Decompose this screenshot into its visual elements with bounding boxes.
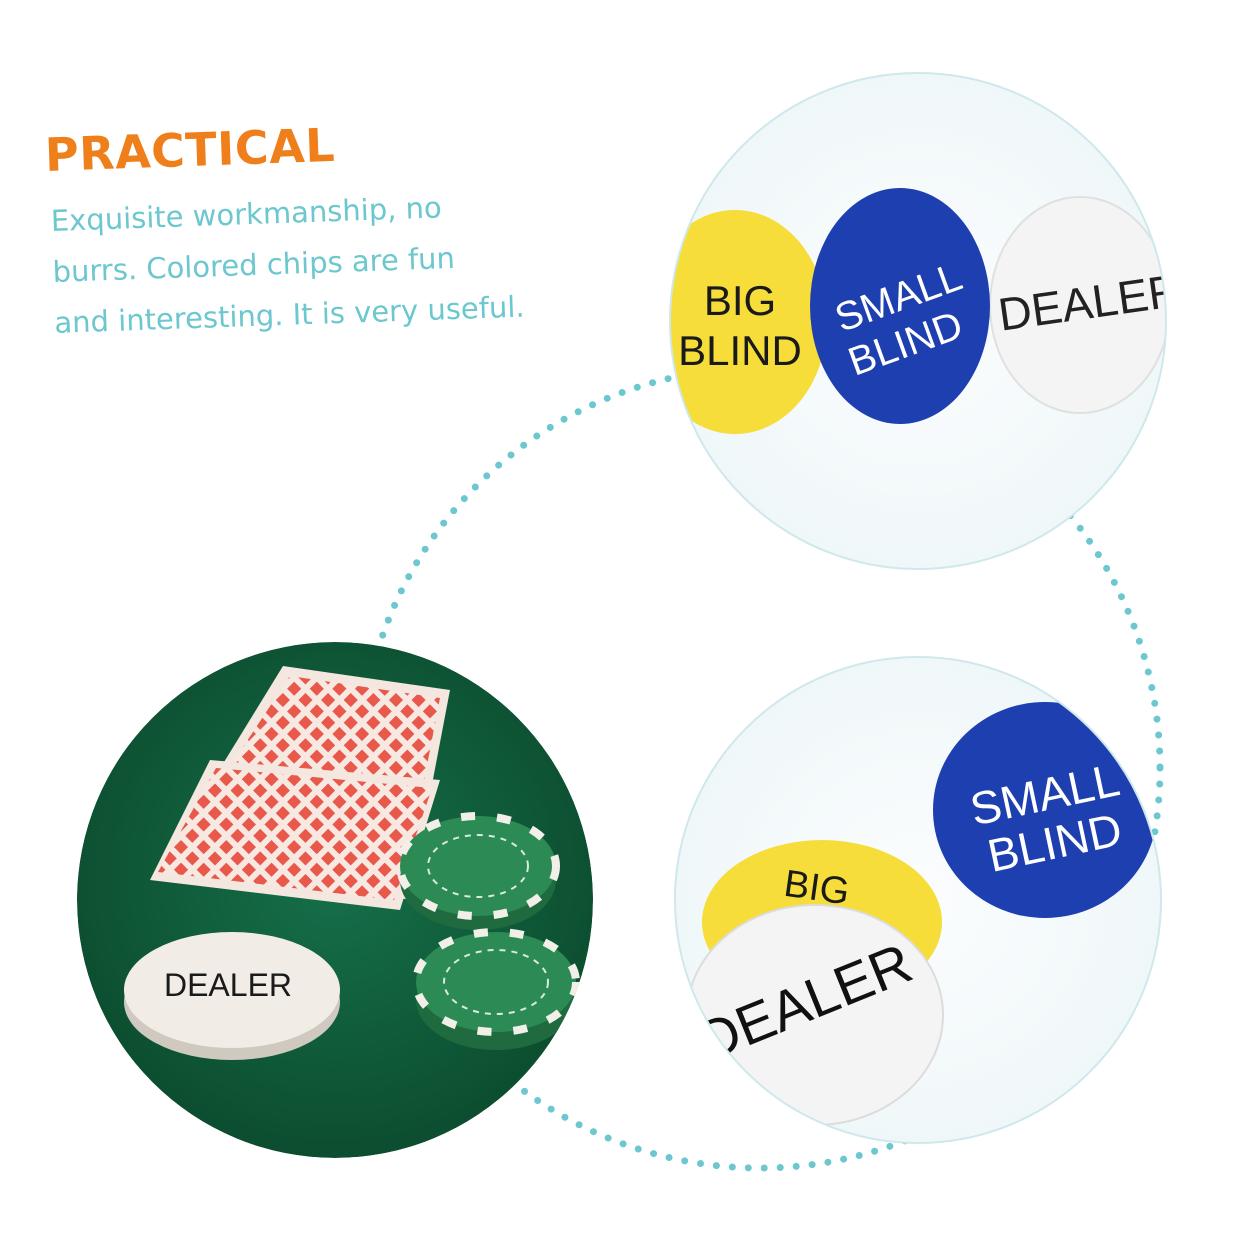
dealer-button-felt: DEALER — [124, 932, 340, 1060]
top-detail-circle: DEALER BIG BLIND SMALL BLIND — [670, 73, 1166, 569]
big-blind-button-top — [670, 210, 827, 434]
playing-cards — [150, 666, 450, 910]
small-blind-button-top — [810, 188, 990, 424]
poker-chip-1 — [396, 812, 560, 930]
bottom-detail-circle: SMALL BLIND BIG DEALER — [675, 657, 1161, 1143]
dotted-ring — [356, 364, 1164, 1172]
dealer-button-top — [989, 196, 1166, 414]
big-blind-top-label-2: BLIND — [678, 327, 802, 374]
poker-chip-2 — [412, 928, 580, 1050]
small-blind-button-bottom — [933, 702, 1157, 918]
dealer-button-felt-label: DEALER — [164, 967, 292, 1003]
big-blind-top-label-1: BIG — [704, 277, 776, 324]
felt-table-circle: DEALER — [77, 642, 593, 1158]
